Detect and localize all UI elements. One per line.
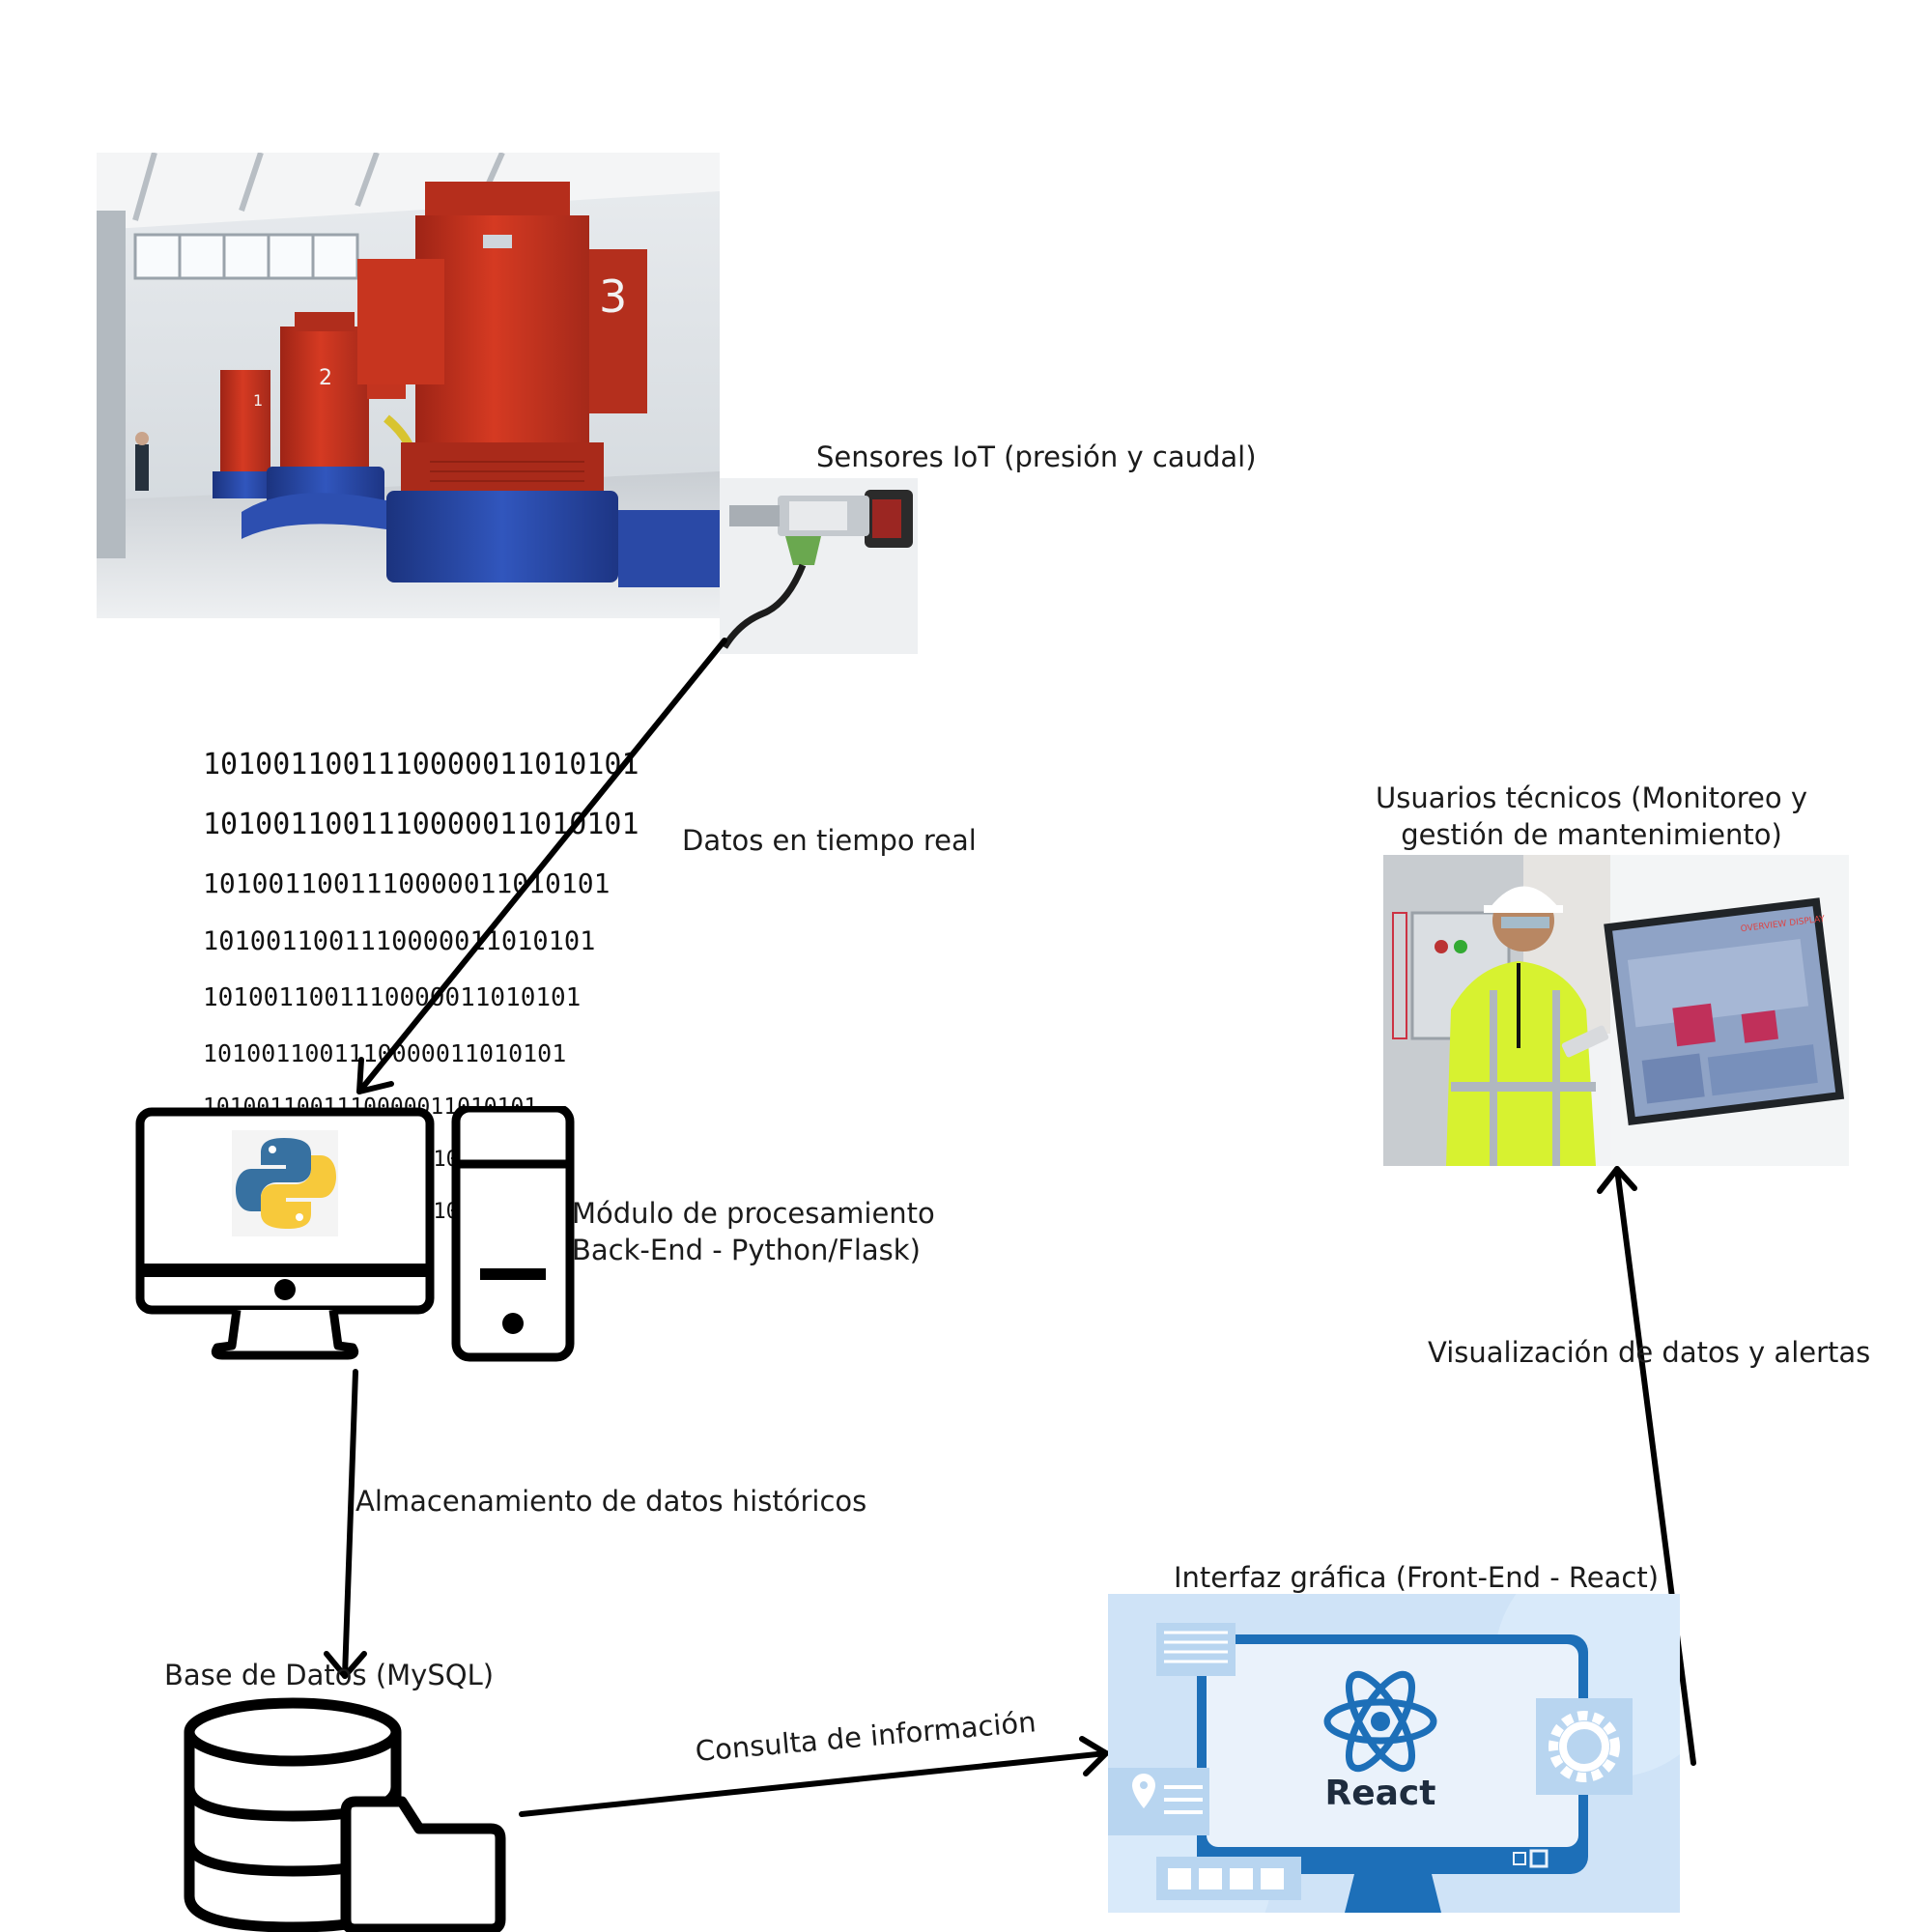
pump-number-2: 2	[319, 366, 332, 390]
folder-icon	[340, 1796, 506, 1932]
keyboard-card-icon	[1156, 1857, 1301, 1900]
gear-card-icon	[1536, 1698, 1633, 1795]
technician-photo: OVERVIEW DISPLAY	[1383, 855, 1849, 1166]
react-frontend-panel: React	[1108, 1594, 1680, 1913]
binary-row: 1010011001110000011010101	[203, 867, 611, 899]
tower-icon	[451, 1106, 575, 1362]
location-card-icon	[1108, 1768, 1209, 1835]
react-brand-text: React	[1325, 1774, 1436, 1813]
backend-computer	[135, 1106, 580, 1367]
react-logo-icon	[1323, 1670, 1437, 1773]
pump-number-1: 1	[253, 391, 263, 410]
storage-label: Almacenamiento de datos históricos	[355, 1485, 867, 1518]
users-label-line2: gestión de mantenimiento)	[1401, 817, 1782, 851]
visualization-label: Visualización de datos y alertas	[1428, 1336, 1871, 1369]
document-card-icon	[1156, 1623, 1236, 1676]
realtime-label: Datos en tiempo real	[682, 824, 977, 857]
processing-label-line1: Módulo de procesamiento	[572, 1197, 935, 1230]
pump-station-photo: 1 2 3	[97, 153, 720, 618]
users-label-line1: Usuarios técnicos (Monitoreo y	[1375, 781, 1808, 814]
database-icon	[182, 1695, 510, 1932]
arrow-database-to-frontend	[519, 1750, 1109, 1817]
pump-number-3: 3	[599, 270, 627, 323]
arrow-backend-to-database	[342, 1369, 358, 1679]
binary-row: 1010011001110000011010101	[203, 926, 596, 956]
processing-label-line2: Back-End - Python/Flask)	[572, 1233, 921, 1266]
arrow-sensor-to-backend	[356, 638, 727, 1094]
binary-row: 1010011001110000011010101	[203, 983, 582, 1012]
binary-row: 1010011001110000011010101	[203, 748, 639, 781]
database-label: Base de Datos (MySQL)	[164, 1659, 495, 1691]
python-logo-icon	[232, 1130, 338, 1236]
processing-module-label: Módulo de procesamiento Back-End - Pytho…	[572, 1196, 935, 1268]
sensors-label: Sensores IoT (presión y caudal)	[816, 440, 1257, 473]
arrow-frontend-to-users	[1614, 1166, 1696, 1766]
frontend-label: Interfaz gráfica (Front-End - React)	[1174, 1561, 1660, 1594]
users-label: Usuarios técnicos (Monitoreo y gestión d…	[1348, 781, 1835, 853]
iot-sensor-photo	[720, 478, 918, 654]
